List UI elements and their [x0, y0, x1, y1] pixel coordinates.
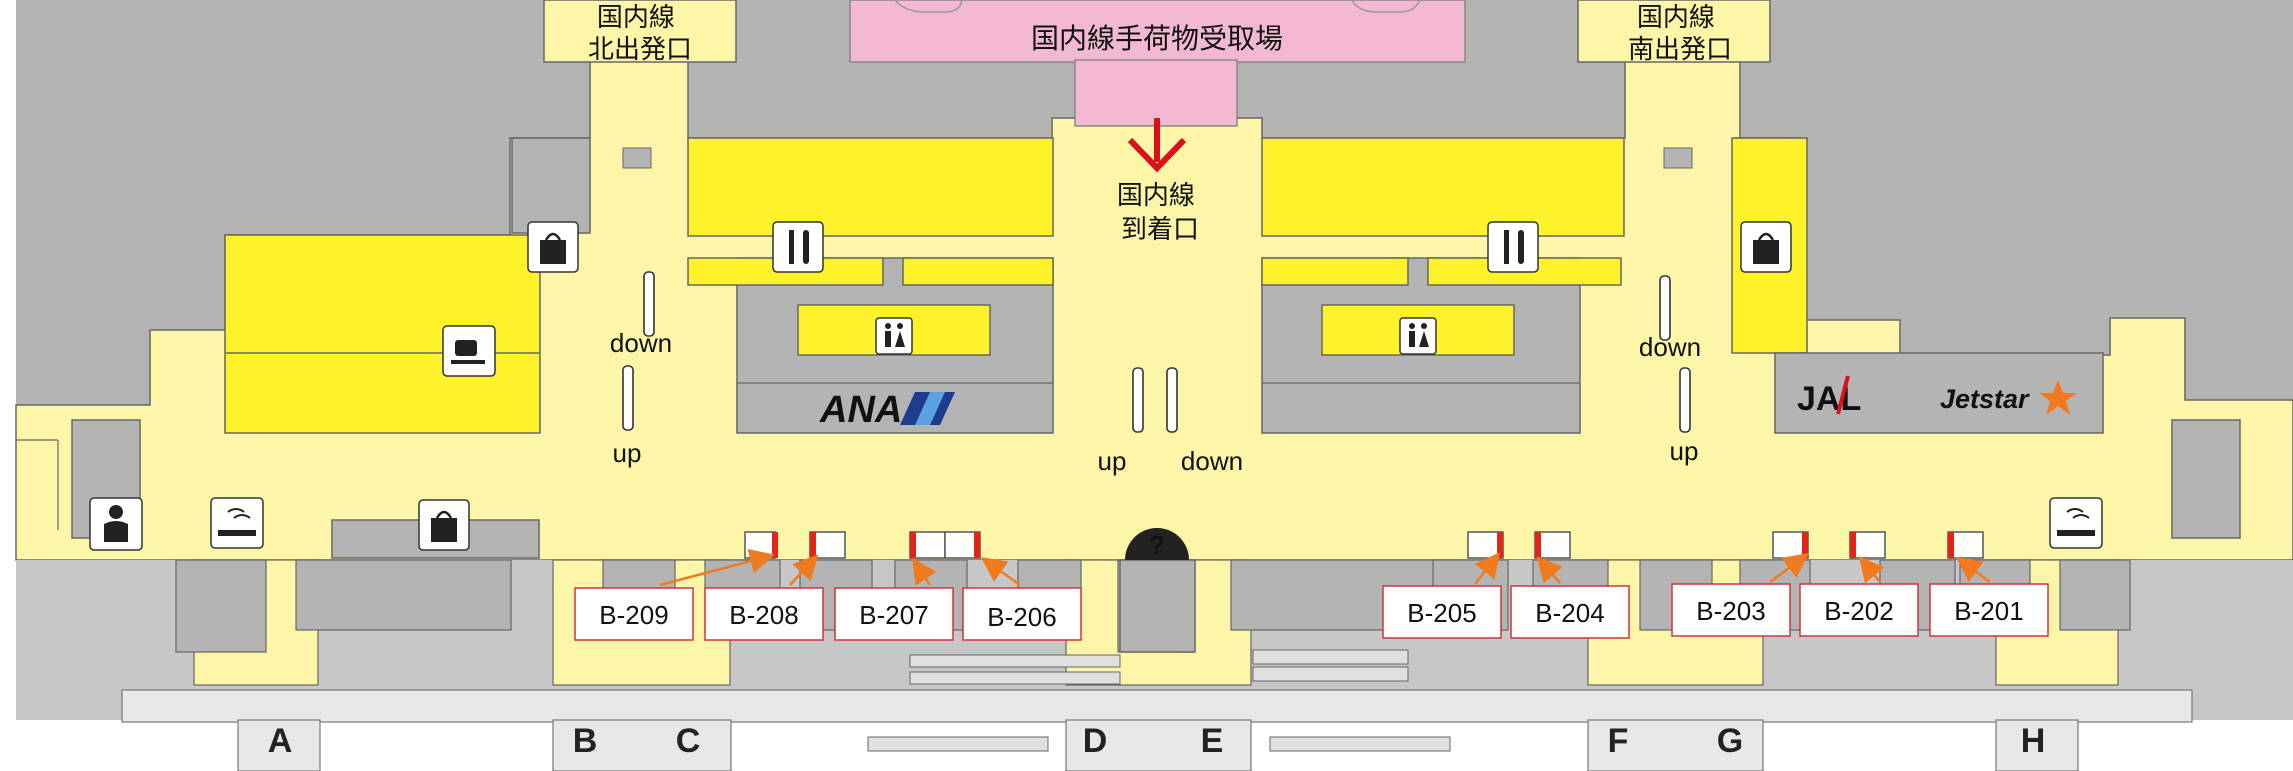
- bus-stop-tag[interactable]: [1382, 585, 1502, 639]
- bus-stop-label: B-203: [1696, 596, 1765, 626]
- bus-stop-tag[interactable]: [1671, 583, 1791, 637]
- arrival-gate-label: 国内線 到着口: [1117, 181, 1203, 245]
- escalator-icon: [622, 271, 1691, 433]
- baggage-belt-outline: [894, 0, 1421, 13]
- shopping-bag-icon[interactable]: [418, 499, 470, 551]
- gate-label-d[interactable]: D: [1083, 722, 1108, 760]
- bus-stop-tag[interactable]: [1799, 583, 1919, 637]
- bus-stop-label: B-201: [1954, 596, 2023, 626]
- ana-strip: [902, 257, 1054, 286]
- bus-stop-tags[interactable]: [574, 583, 2049, 641]
- bus-stop-markers: [744, 531, 1984, 559]
- smoking-area-icon[interactable]: [2049, 497, 2103, 549]
- right-alcove: [2171, 419, 2241, 539]
- gate-label-f[interactable]: F: [1608, 722, 1629, 760]
- south-exit-label: 国内線 南出発口: [1628, 3, 1732, 65]
- bus-stop-tag[interactable]: [962, 587, 1082, 641]
- jetstar-logo: Jetstar: [1940, 380, 2077, 415]
- escalator-label: down: [610, 328, 672, 358]
- gate-label-g[interactable]: G: [1717, 722, 1743, 760]
- bus-stop-tag[interactable]: [1929, 583, 2049, 637]
- pillar: [622, 147, 652, 169]
- north-exit-block[interactable]: [543, 0, 737, 63]
- north-exit-label: 国内線 北出発口: [588, 3, 692, 65]
- south-exit-block[interactable]: [1577, 0, 1771, 63]
- bus-stop-label: B-204: [1535, 598, 1604, 628]
- pillar: [1663, 147, 1693, 169]
- restaurant-zone-left[interactable]: [687, 137, 1054, 237]
- fork-knife-icon[interactable]: [772, 221, 824, 273]
- smoking-area-icon[interactable]: [210, 497, 264, 549]
- gate-label-c[interactable]: C: [676, 722, 701, 760]
- jal-logo: JAL: [1797, 375, 1861, 418]
- fork-knife-icon[interactable]: [1487, 221, 1539, 273]
- restroom-icon[interactable]: [875, 317, 913, 355]
- svg-text:ANA: ANA: [819, 389, 902, 431]
- baggage-claim-label: 国内線手荷物受取場: [1031, 22, 1283, 55]
- bus-stop-pointers: [659, 549, 1991, 587]
- bus-stop-tag[interactable]: [574, 587, 694, 641]
- wall-block: [511, 137, 591, 234]
- bus-stop-label: B-208: [729, 600, 798, 630]
- porter-icon[interactable]: [89, 497, 143, 551]
- bus-stop-label: B-207: [859, 600, 928, 630]
- info-symbol[interactable]: ?: [1149, 530, 1165, 560]
- apron-walkway: [121, 689, 2193, 723]
- restaurant-zone-right[interactable]: [1261, 137, 1625, 237]
- escalator-label: down: [1181, 446, 1243, 476]
- shopping-bag-icon[interactable]: [1740, 221, 1792, 273]
- escalator-label: up: [1098, 446, 1127, 476]
- info-dome[interactable]: [1125, 528, 1189, 560]
- bus-stop-tag[interactable]: [1510, 585, 1630, 639]
- svg-text:JAL: JAL: [1797, 380, 1861, 418]
- gate-label-e[interactable]: E: [1201, 722, 1224, 760]
- shopping-bag-icon[interactable]: [527, 221, 579, 273]
- bus-stop-tag[interactable]: [704, 587, 824, 641]
- ana-logo: ANA: [819, 389, 955, 431]
- coffee-cup-icon[interactable]: [442, 325, 496, 377]
- escalator-label: up: [613, 438, 642, 468]
- jal-strip: [1261, 257, 1409, 286]
- gate-label-h[interactable]: H: [2021, 722, 2046, 760]
- bus-stop-tag[interactable]: [834, 587, 954, 641]
- gate-label-a[interactable]: A: [268, 722, 293, 760]
- escalator-label: up: [1670, 436, 1699, 466]
- bus-stop-label: B-206: [987, 602, 1056, 632]
- gate-label-b[interactable]: B: [573, 722, 598, 760]
- svg-text:Jetstar: Jetstar: [1940, 384, 2030, 414]
- restroom-icon[interactable]: [1399, 317, 1437, 355]
- baggage-claim-neck: [1074, 59, 1238, 127]
- red-down-arrow-icon: [1127, 118, 1187, 173]
- info-booth[interactable]: [1119, 559, 1196, 653]
- bus-stop-label: B-202: [1824, 596, 1893, 626]
- stripe-blocks: [867, 649, 1451, 752]
- bus-stop-label: B-205: [1407, 598, 1476, 628]
- bus-stop-label: B-209: [599, 600, 668, 630]
- escalator-label: down: [1639, 332, 1701, 362]
- jet-bridges: [237, 719, 2079, 771]
